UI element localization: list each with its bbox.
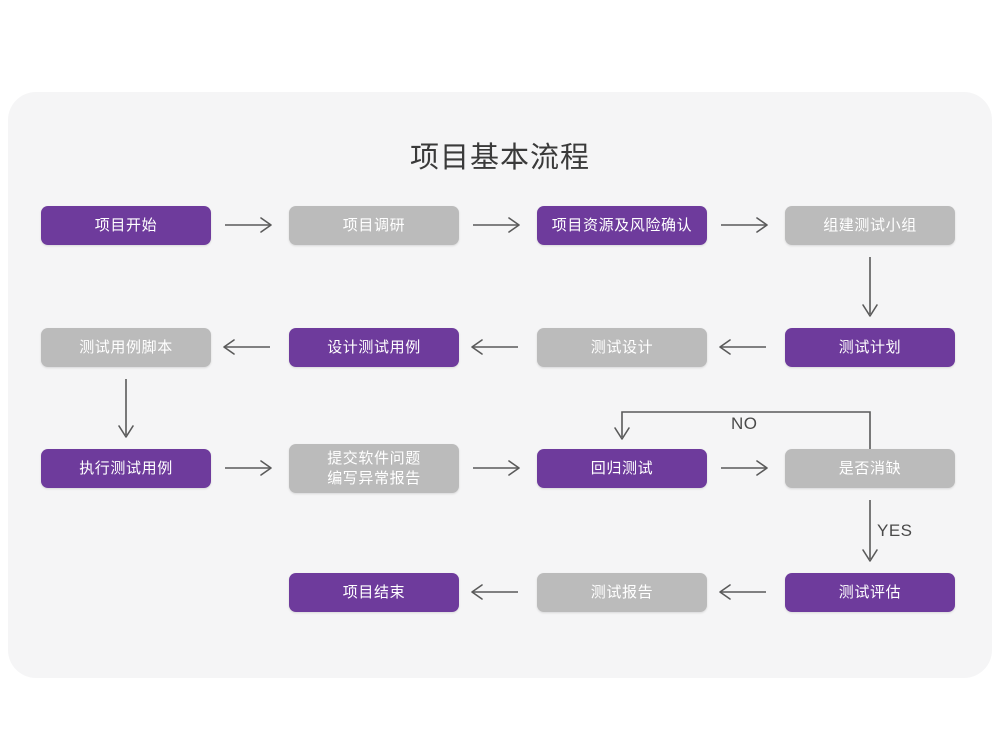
node-project-start[interactable]: 项目开始 [41,206,211,245]
node-build-test-team[interactable]: 组建测试小组 [785,206,955,245]
node-test-design[interactable]: 测试设计 [537,328,707,367]
node-test-evaluation[interactable]: 测试评估 [785,573,955,612]
node-test-case-script[interactable]: 测试用例脚本 [41,328,211,367]
page-title: 项目基本流程 [409,142,590,174]
node-test-plan[interactable]: 测试计划 [785,328,955,367]
node-design-test-case[interactable]: 设计测试用例 [289,328,459,367]
edge-label-yes: YES [877,521,913,540]
node-submit-defect-report[interactable]: 提交软件问题 编写异常报告 [289,444,459,493]
node-execute-test-case[interactable]: 执行测试用例 [41,449,211,488]
edge-label-no: NO [731,414,758,433]
node-resource-risk-confirm[interactable]: 项目资源及风险确认 [537,206,707,245]
node-project-research[interactable]: 项目调研 [289,206,459,245]
node-project-end[interactable]: 项目结束 [289,573,459,612]
node-regression-test[interactable]: 回归测试 [537,449,707,488]
node-defect-cleared-decision[interactable]: 是否消缺 [785,449,955,488]
node-test-report[interactable]: 测试报告 [537,573,707,612]
